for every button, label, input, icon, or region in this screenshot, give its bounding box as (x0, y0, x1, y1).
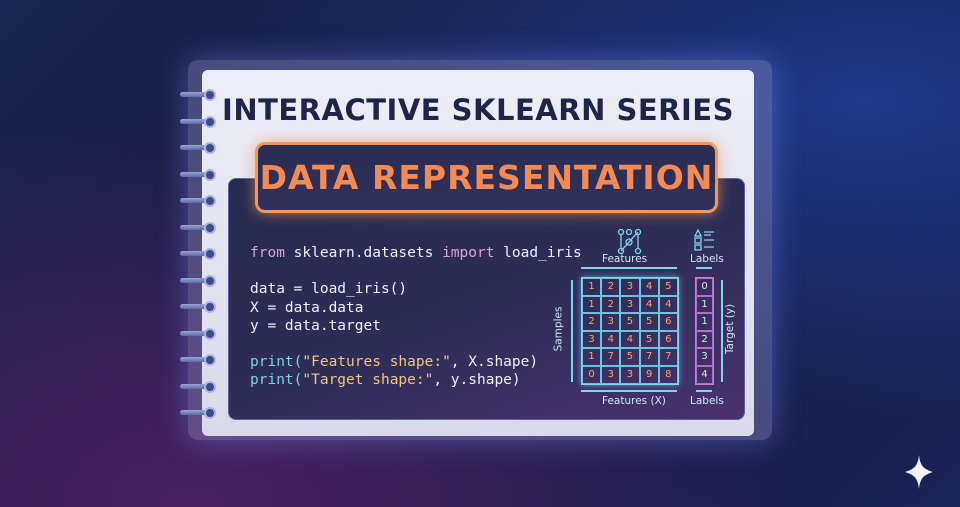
spiral-ring (180, 115, 216, 128)
label-cell: 1 (696, 313, 713, 331)
matrix-cell: 8 (658, 365, 678, 384)
label-cell: 3 (696, 348, 713, 366)
matrix-cell: 0 (582, 365, 602, 384)
series-title: INTERACTIVE SKLEARN SERIES (222, 93, 734, 127)
matrix-cell: 3 (601, 313, 621, 331)
matrix-cell: 1 (582, 295, 602, 314)
samples-arrow (571, 280, 573, 382)
code-function: print (250, 372, 294, 389)
features-label: Features (602, 253, 648, 265)
matrix-cell: 1 (582, 278, 602, 296)
sparkle-icon (905, 455, 933, 489)
matrix-cell: 4 (601, 330, 621, 349)
code-paren: ( (293, 372, 303, 389)
spiral-ring (180, 195, 216, 207)
scatter-plot-icon (617, 228, 642, 255)
matrix-cell: 4 (620, 330, 640, 349)
target-label: Target (y) (724, 303, 737, 355)
code-line: data = load_iris() (250, 281, 408, 298)
samples-label: Samples (552, 306, 565, 352)
spiral-ring (180, 327, 216, 340)
label-cell: 2 (696, 330, 713, 349)
label-cell: 1 (696, 295, 713, 314)
code-line: y = data.target (250, 317, 381, 334)
matrix-cell: 4 (639, 278, 659, 296)
matrix-cell: 3 (620, 365, 640, 384)
target-arrow (721, 280, 723, 382)
code-string: "Target shape:" (302, 372, 434, 389)
matrix-cell: 6 (658, 330, 678, 349)
labels-label: Labels (690, 253, 724, 265)
spiral-ring (180, 354, 216, 366)
matrix-cell: 3 (620, 295, 640, 314)
label-cell: 0 (696, 278, 713, 296)
spiral-ring (180, 407, 216, 419)
matrix-cell: 5 (620, 348, 640, 366)
code-text: sklearn.datasets (284, 245, 443, 261)
code-string: "Features shape:" (302, 354, 451, 371)
matrix-cell: 1 (582, 348, 602, 366)
topic-banner: DATA REPRESENTATION (255, 142, 718, 213)
code-keyword: from (250, 245, 285, 261)
matrix-cell: 2 (582, 313, 602, 331)
labels-bottom-arrow (696, 390, 712, 392)
matrix-cell: 5 (639, 313, 659, 331)
spiral-ring (180, 168, 216, 181)
code-line: X = data.data (250, 299, 364, 316)
matrix-cell: 6 (658, 313, 678, 331)
labels-arrow (696, 267, 712, 269)
spiral-ring (180, 142, 216, 154)
label-list-icon (694, 229, 714, 251)
code-paren: ( (293, 354, 303, 371)
matrix-cell: 2 (601, 278, 621, 296)
code-function: print (250, 354, 294, 371)
spiral-ring (180, 248, 216, 260)
spiral-ring (180, 221, 216, 234)
code-text: , X.shape) (450, 354, 539, 371)
features-arrow (581, 267, 677, 269)
matrix-cell: 2 (601, 295, 621, 314)
matrix-cell: 7 (601, 348, 621, 366)
label-cell: 4 (696, 365, 713, 384)
code-keyword: import (442, 245, 495, 261)
matrix-cell: 3 (601, 365, 621, 384)
spiral-ring (180, 274, 216, 287)
labels-bottom-label: Labels (690, 395, 724, 407)
matrix-cell: 9 (639, 365, 659, 384)
features-x-arrow (581, 390, 677, 392)
code-text: , y.shape) (433, 372, 521, 389)
matrix-cell: 5 (639, 330, 659, 349)
spiral-ring (180, 301, 216, 313)
matrix-cell: 7 (639, 348, 659, 366)
spiral-ring (180, 380, 216, 393)
matrix-cell: 3 (582, 330, 602, 349)
spiral-ring (180, 89, 216, 101)
matrix-cell: 4 (658, 295, 678, 314)
code-text: load_iris (494, 245, 582, 261)
features-x-label: Features (X) (602, 395, 666, 407)
matrix-cell: 4 (639, 295, 659, 314)
code-block: from sklearn.datasets import load_iris d… (250, 244, 582, 390)
matrix-cell: 7 (658, 348, 678, 366)
matrix-cell: 5 (620, 313, 640, 331)
matrix-cell: 5 (658, 278, 678, 296)
matrix-cell: 3 (620, 278, 640, 296)
